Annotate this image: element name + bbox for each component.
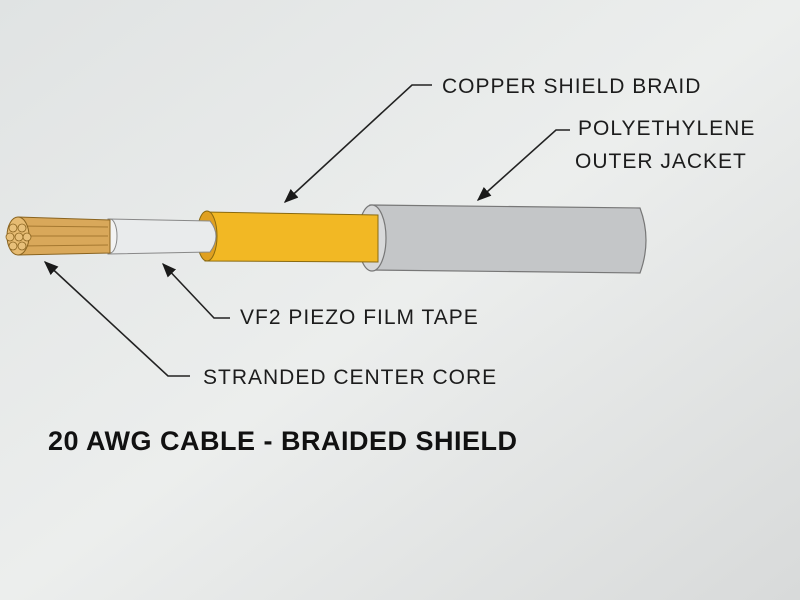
label-stranded-center-core: STRANDED CENTER CORE xyxy=(203,366,497,389)
stranded-center-core xyxy=(5,216,111,256)
label-copper-shield-braid: COPPER SHIELD BRAID xyxy=(442,75,701,98)
copper-shield-braid xyxy=(196,210,379,263)
label-polyethylene: POLYETHYLENE xyxy=(578,117,755,140)
jacket-leader-arrow xyxy=(476,129,570,201)
core-leader-arrow xyxy=(43,261,190,377)
label-piezo-film-tape: VF2 PIEZO FILM TAPE xyxy=(240,306,479,329)
label-outer-jacket: OUTER JACKET xyxy=(575,150,747,173)
braid-leader-arrow xyxy=(283,84,432,203)
piezo-film-tape xyxy=(102,218,217,255)
outer-jacket xyxy=(357,204,647,274)
film-leader-arrow xyxy=(162,262,230,319)
diagram-title: 20 AWG CABLE - BRAIDED SHIELD xyxy=(48,426,518,456)
